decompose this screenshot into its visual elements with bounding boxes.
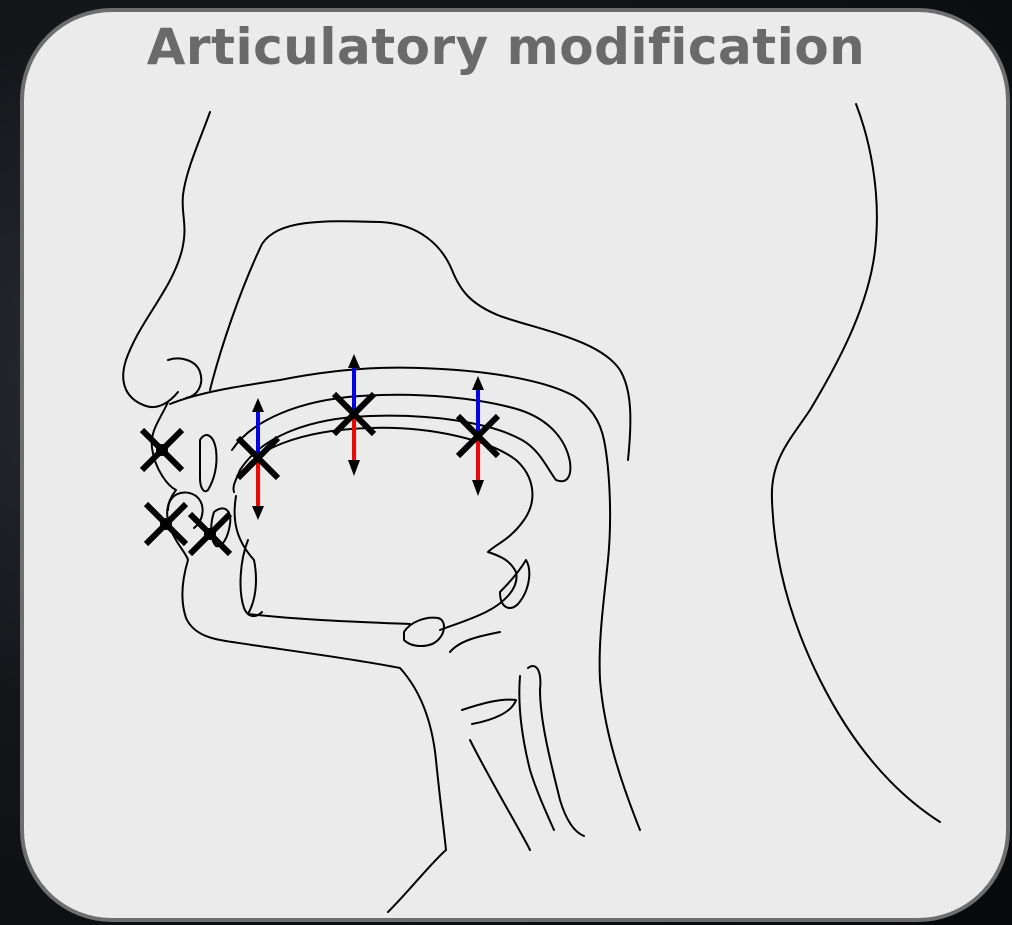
panel (22, 10, 1008, 920)
diagram-title: Articulatory modification (0, 18, 1012, 76)
